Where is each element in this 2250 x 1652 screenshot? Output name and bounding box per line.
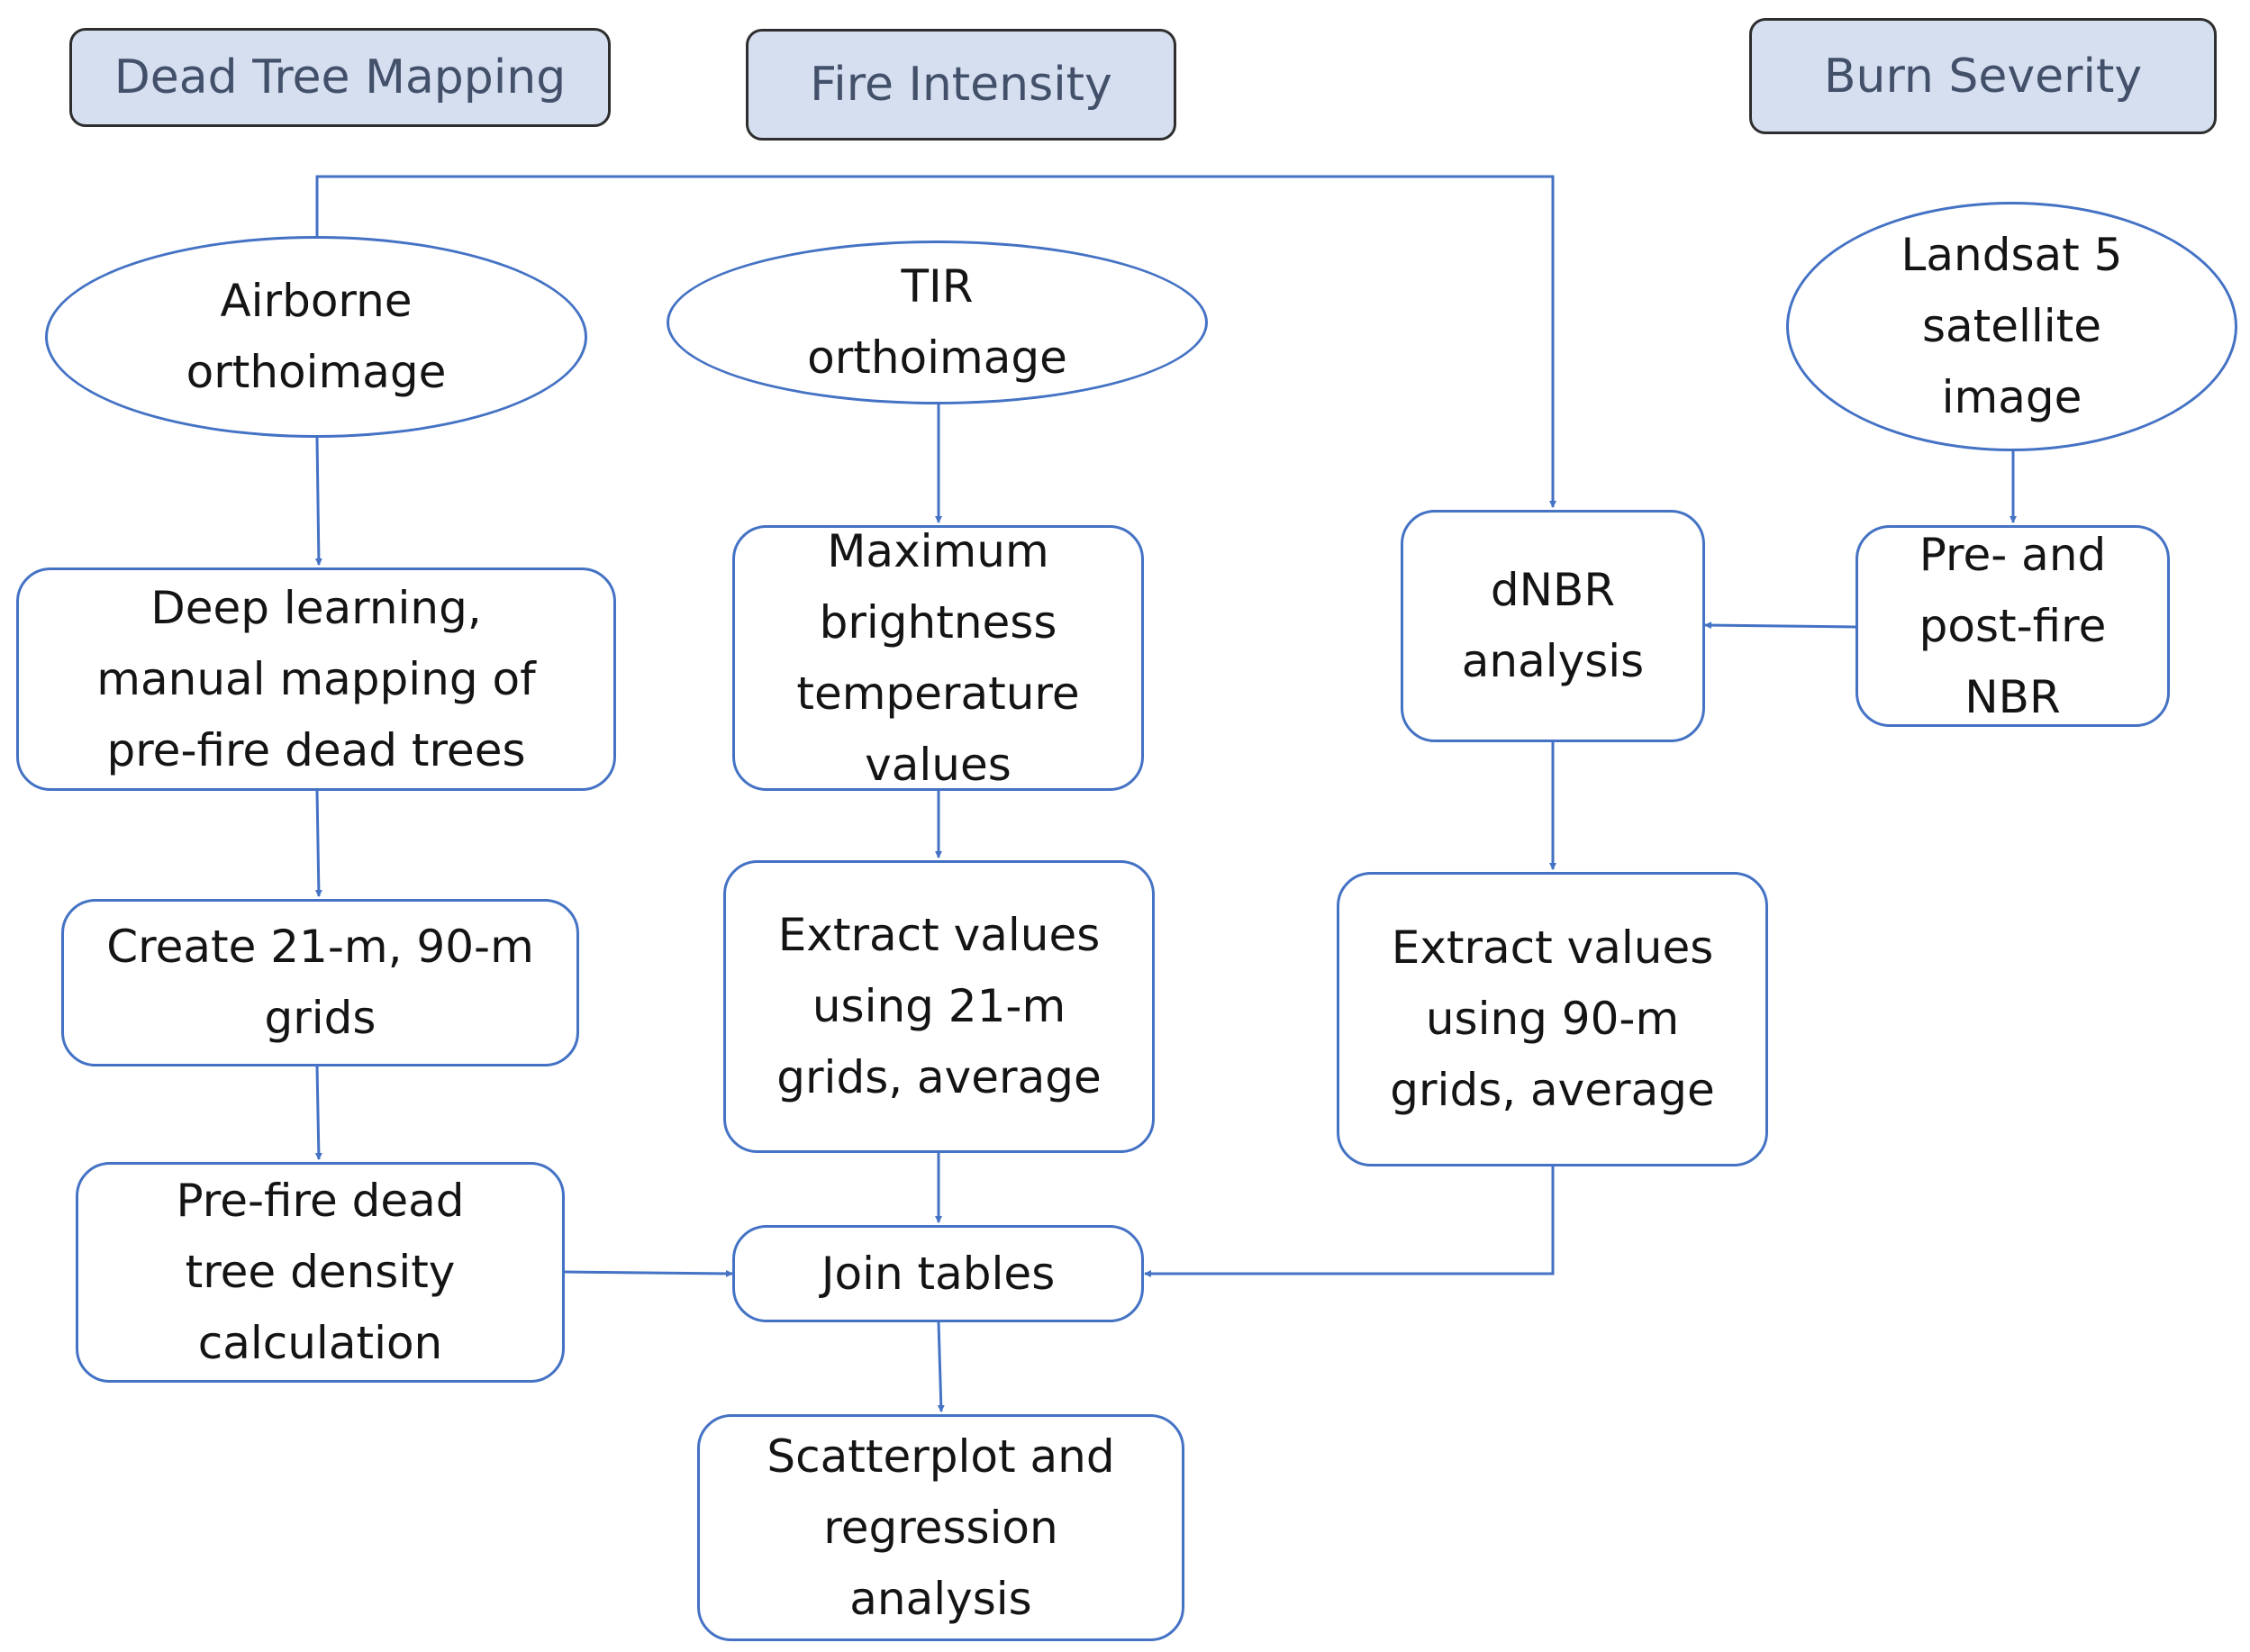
step-dnbr-analysis: dNBR analysis [1401,510,1705,742]
step-scatterplot-regression: Scatterplot and regression analysis [697,1414,1184,1641]
step-max-brightness: Maximum brightness temperature values [732,525,1144,791]
input-landsat-image: Landsat 5 satellite image [1786,202,2237,451]
header-burn-severity: Burn Severity [1749,18,2217,134]
connector-density-to-join [564,1269,733,1277]
header-dead-tree-mapping: Dead Tree Mapping [69,28,611,127]
step-extract-21m: Extract values using 21-m grids, average [723,860,1155,1153]
header-fire-intensity: Fire Intensity [746,29,1176,141]
step-dead-tree-density: Pre-fire dead tree density calculation [76,1162,565,1383]
connector-deep-learning-to-grids [314,790,322,897]
connector-airborne-to-dnbr [315,175,1556,508]
step-extract-90m: Extract values using 90-m grids, average [1337,872,1768,1166]
step-create-grids: Create 21-m, 90-m grids [61,899,579,1067]
connector-extract-90m-to-join [1144,1166,1555,1277]
connector-join-to-scatter [937,1321,945,1412]
step-deep-learning-mapping: Deep learning, manual mapping of pre-fir… [16,567,616,791]
input-tir-orthoimage: TIR orthoimage [667,241,1208,404]
connector-airborne-to-deep-learning [314,437,322,566]
connector-grids-to-density [314,1066,322,1160]
step-join-tables: Join tables [732,1225,1144,1322]
input-airborne-orthoimage: Airborne orthoimage [45,236,587,438]
connector-nbr-to-dnbr [1704,622,1856,630]
step-pre-post-nbr: Pre- and post-fire NBR [1855,525,2170,727]
